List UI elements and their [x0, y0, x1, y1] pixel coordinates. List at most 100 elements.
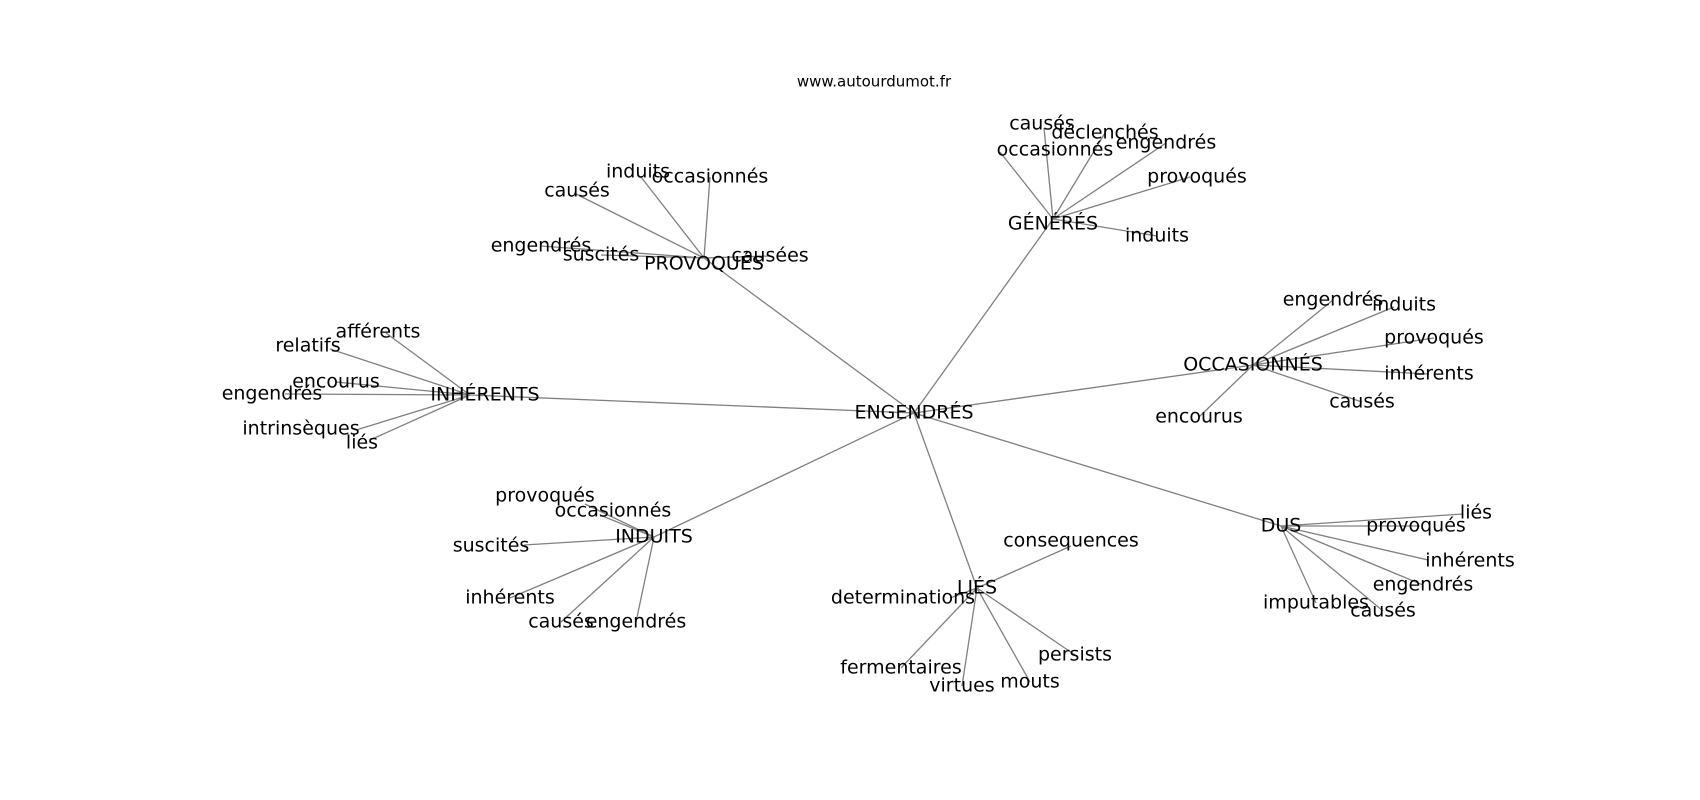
leaf-node-label: induits [606, 161, 670, 183]
leaf-node-label: déclenchés [1051, 122, 1158, 144]
leaf-node-label: causées [731, 245, 808, 267]
leaf-node-label: provoqués [495, 485, 595, 507]
edge-hub-to-leaf [509, 536, 655, 599]
edge-hub-to-leaf [600, 254, 705, 259]
leaf-node-label: engendrés [1116, 132, 1217, 154]
leaf-node-label: engendrés [222, 383, 323, 405]
edge-hub-to-leaf [1280, 525, 1424, 586]
leaf-node-label: liés [346, 432, 378, 454]
edge-hub-to-leaf [1052, 132, 1106, 220]
leaf-node-label: persists [1038, 644, 1112, 666]
edge-root-to-hub [913, 364, 1254, 414]
leaf-node-label: liés [1460, 502, 1492, 524]
edge-hub-to-leaf [949, 587, 978, 599]
edge-hub-to-leaf [1043, 127, 1054, 220]
leaf-node-label: occasionnés [555, 500, 672, 522]
edge-hub-to-leaf [1052, 142, 1167, 220]
leaf-node-label: engendrés [1283, 289, 1384, 311]
edge-hub-to-leaf [560, 536, 655, 623]
graph-edges [284, 127, 1464, 687]
edge-hub-to-leaf [976, 587, 1031, 683]
hub-node-label: LIÉS [957, 576, 997, 599]
edge-hub-to-leaf [385, 332, 471, 396]
leaf-node-label: provoqués [1147, 166, 1247, 188]
leaf-node-label: relatifs [275, 335, 340, 357]
leaf-node-label: encourus [1155, 406, 1243, 428]
source-watermark: www.autourdumot.fr [797, 73, 952, 91]
edge-hub-to-leaf [1280, 513, 1464, 527]
leaf-node-label: mouts [1000, 671, 1060, 693]
leaf-node-label: induits [1372, 294, 1436, 316]
edge-hub-to-leaf [355, 394, 471, 431]
leaf-node-label: causés [528, 611, 594, 633]
edge-root-to-hub [913, 412, 1282, 527]
edge-hub-to-leaf [329, 348, 471, 396]
root-node-label: ENGENDRÉS [854, 401, 973, 424]
leaf-node-label: engendrés [491, 235, 592, 257]
leaf-node-label: suscités [453, 535, 530, 557]
leaf-node-label: inhérents [1384, 363, 1474, 385]
leaf-node-label: imputables [1263, 592, 1369, 614]
hub-node-label: OCCASIONNÉS [1183, 353, 1323, 376]
edge-hub-to-leaf [1280, 525, 1429, 561]
edge-root-to-hub [913, 412, 978, 589]
hub-node-label: GÉNÉRÉS [1008, 212, 1098, 235]
edge-hub-to-leaf [999, 151, 1054, 220]
edge-root-to-hub [703, 257, 915, 414]
leaf-node-label: causés [1329, 391, 1395, 413]
leaf-node-label: causés [1350, 600, 1416, 622]
edge-hub-to-leaf [976, 587, 1076, 656]
edge-hub-to-leaf [976, 545, 1072, 589]
edge-hub-to-leaf [599, 514, 655, 538]
leaf-node-label: determinations [831, 587, 975, 609]
edge-hub-to-leaf [1252, 306, 1395, 366]
hub-node-label: DUS [1261, 515, 1302, 537]
leaf-node-label: engendrés [1373, 574, 1474, 596]
hub-node-label: PROVOQUÉS [644, 252, 764, 275]
leaf-node-label: virtues [929, 675, 994, 697]
leaf-node-label: engendrés [586, 611, 687, 633]
leaf-node-label: encourus [292, 371, 380, 393]
leaf-node-label: intrinsèques [242, 418, 359, 440]
leaf-node-label: causés [544, 180, 610, 202]
edge-hub-to-leaf [584, 503, 655, 538]
edge-hub-to-leaf [900, 587, 978, 669]
leaf-node-label: inhérents [465, 587, 555, 609]
hub-node-label: INDUITS [615, 526, 693, 548]
edge-root-to-hub [913, 218, 1054, 414]
edge-hub-to-leaf [1252, 364, 1363, 403]
edge-hub-to-leaf [369, 394, 471, 441]
edge-hub-to-leaf [1252, 299, 1334, 366]
leaf-node-label: causés [1009, 113, 1075, 135]
edge-root-to-hub [469, 394, 915, 414]
edge-hub-to-leaf [1280, 525, 1384, 612]
edge-hub-to-leaf [961, 587, 978, 687]
edge-hub-to-leaf [1252, 337, 1435, 366]
leaf-node-label: fermentaires [840, 657, 961, 679]
graph-labels: ENGENDRÉSPROVOQUÉSinduitsoccasionnéscaus… [222, 113, 1515, 697]
leaf-node-label: provoqués [1366, 515, 1466, 537]
leaf-node-label: inhérents [1425, 550, 1515, 572]
edge-hub-to-leaf [1052, 176, 1191, 220]
edge-hub-to-leaf [573, 192, 705, 259]
edge-hub-to-leaf [1052, 218, 1158, 237]
edge-hub-to-leaf [335, 381, 471, 396]
edge-hub-to-leaf [1198, 364, 1254, 418]
edge-hub-to-leaf [284, 393, 471, 396]
edge-hub-to-leaf [523, 536, 655, 546]
leaf-node-label: occasionnés [652, 166, 769, 188]
edge-hub-to-leaf [703, 176, 711, 259]
edge-hub-to-leaf [1252, 364, 1430, 375]
edge-hub-to-leaf [703, 255, 771, 259]
edge-hub-to-leaf [540, 245, 705, 259]
leaf-node-label: suscités [563, 244, 640, 266]
leaf-node-label: consequences [1003, 530, 1139, 552]
leaf-node-label: occasionnés [997, 139, 1114, 161]
edge-hub-to-leaf [640, 176, 705, 259]
hub-node-label: INHÉRENTS [430, 383, 539, 406]
edge-hub-to-leaf [635, 536, 655, 623]
leaf-node-label: afférents [336, 321, 421, 343]
edge-root-to-hub [653, 412, 915, 538]
leaf-node-label: induits [1125, 225, 1189, 247]
